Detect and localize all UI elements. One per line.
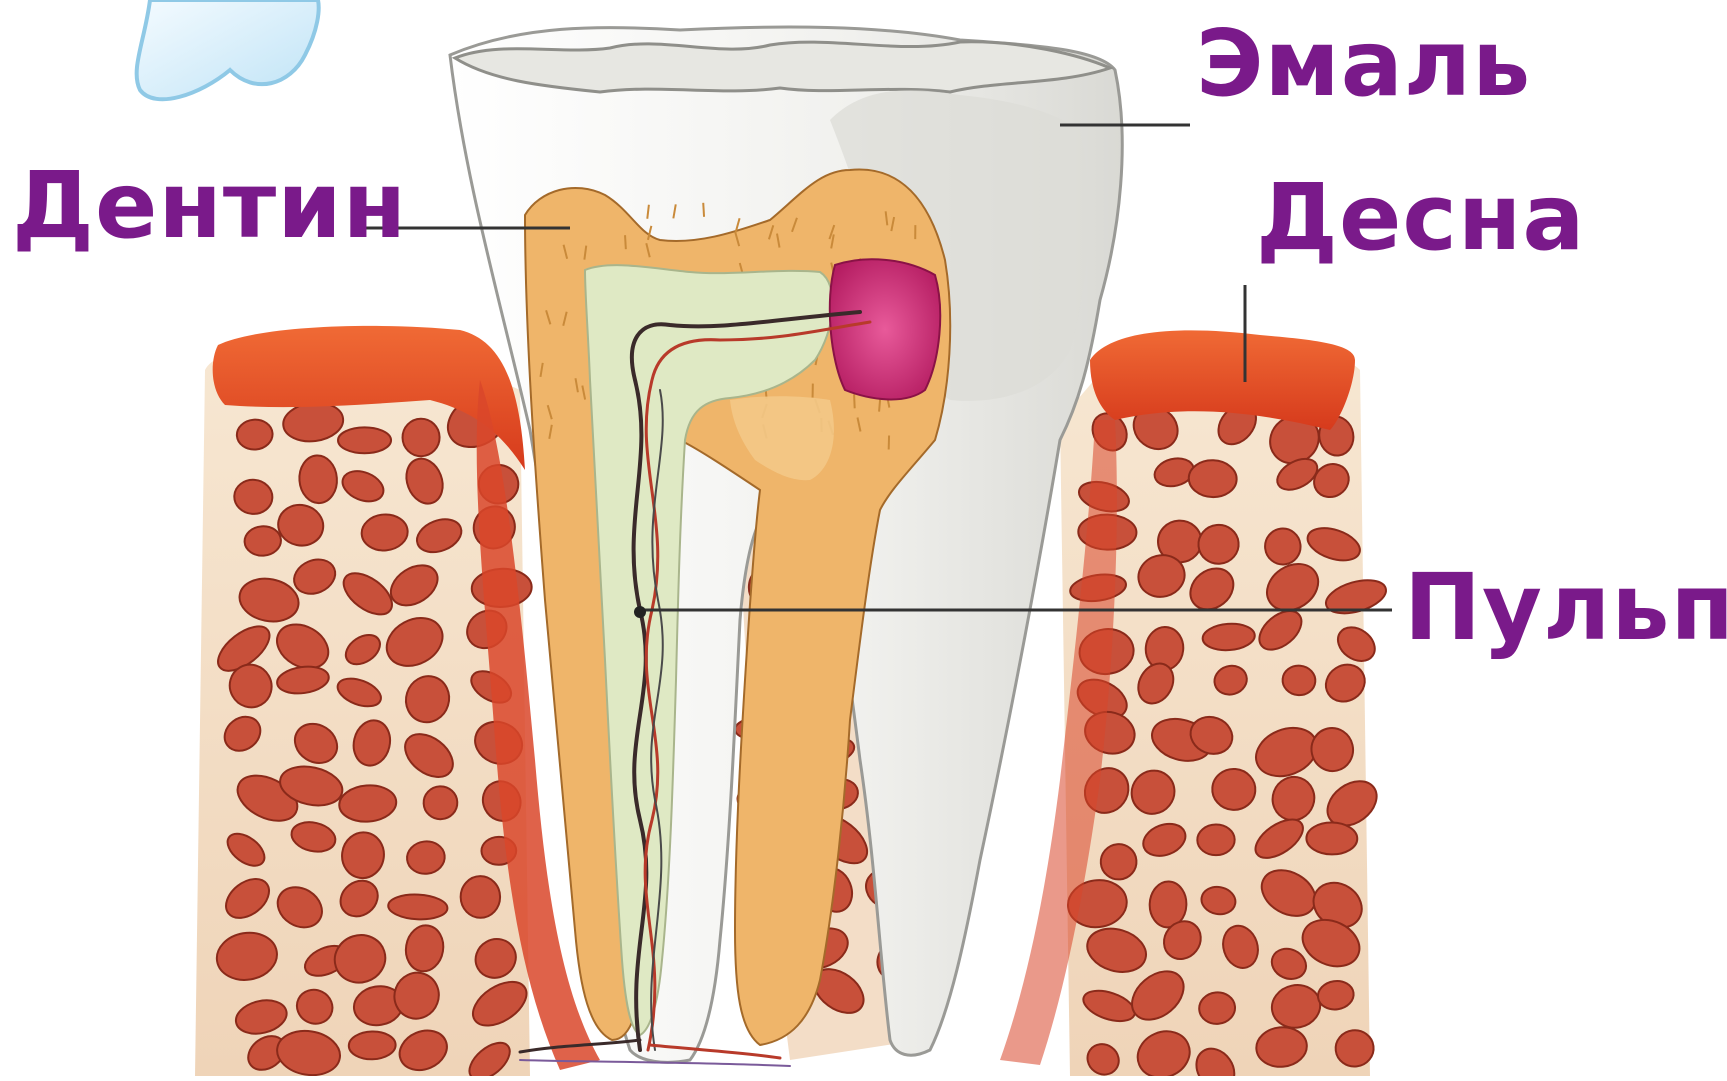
bone-pore xyxy=(338,427,391,453)
label-enamel: Эмаль xyxy=(1196,18,1531,110)
bone-pore xyxy=(1306,822,1357,855)
leader-pulp-dot xyxy=(634,606,646,618)
bone-pore xyxy=(460,876,500,918)
bone-pore xyxy=(402,418,440,456)
bone-pore xyxy=(348,1031,395,1060)
dentin-tubule xyxy=(854,394,855,408)
bone-pore xyxy=(1188,459,1237,498)
bone-pore xyxy=(1197,824,1235,855)
bone-pore xyxy=(423,786,458,820)
label-gum: Десна xyxy=(1256,172,1586,264)
label-pulp: Пульпа xyxy=(1404,562,1727,654)
label-dentin: Дентин xyxy=(12,160,407,252)
tooth-icon xyxy=(137,0,319,99)
dentin-tubule xyxy=(703,203,704,217)
dentin-tubule xyxy=(625,235,626,249)
